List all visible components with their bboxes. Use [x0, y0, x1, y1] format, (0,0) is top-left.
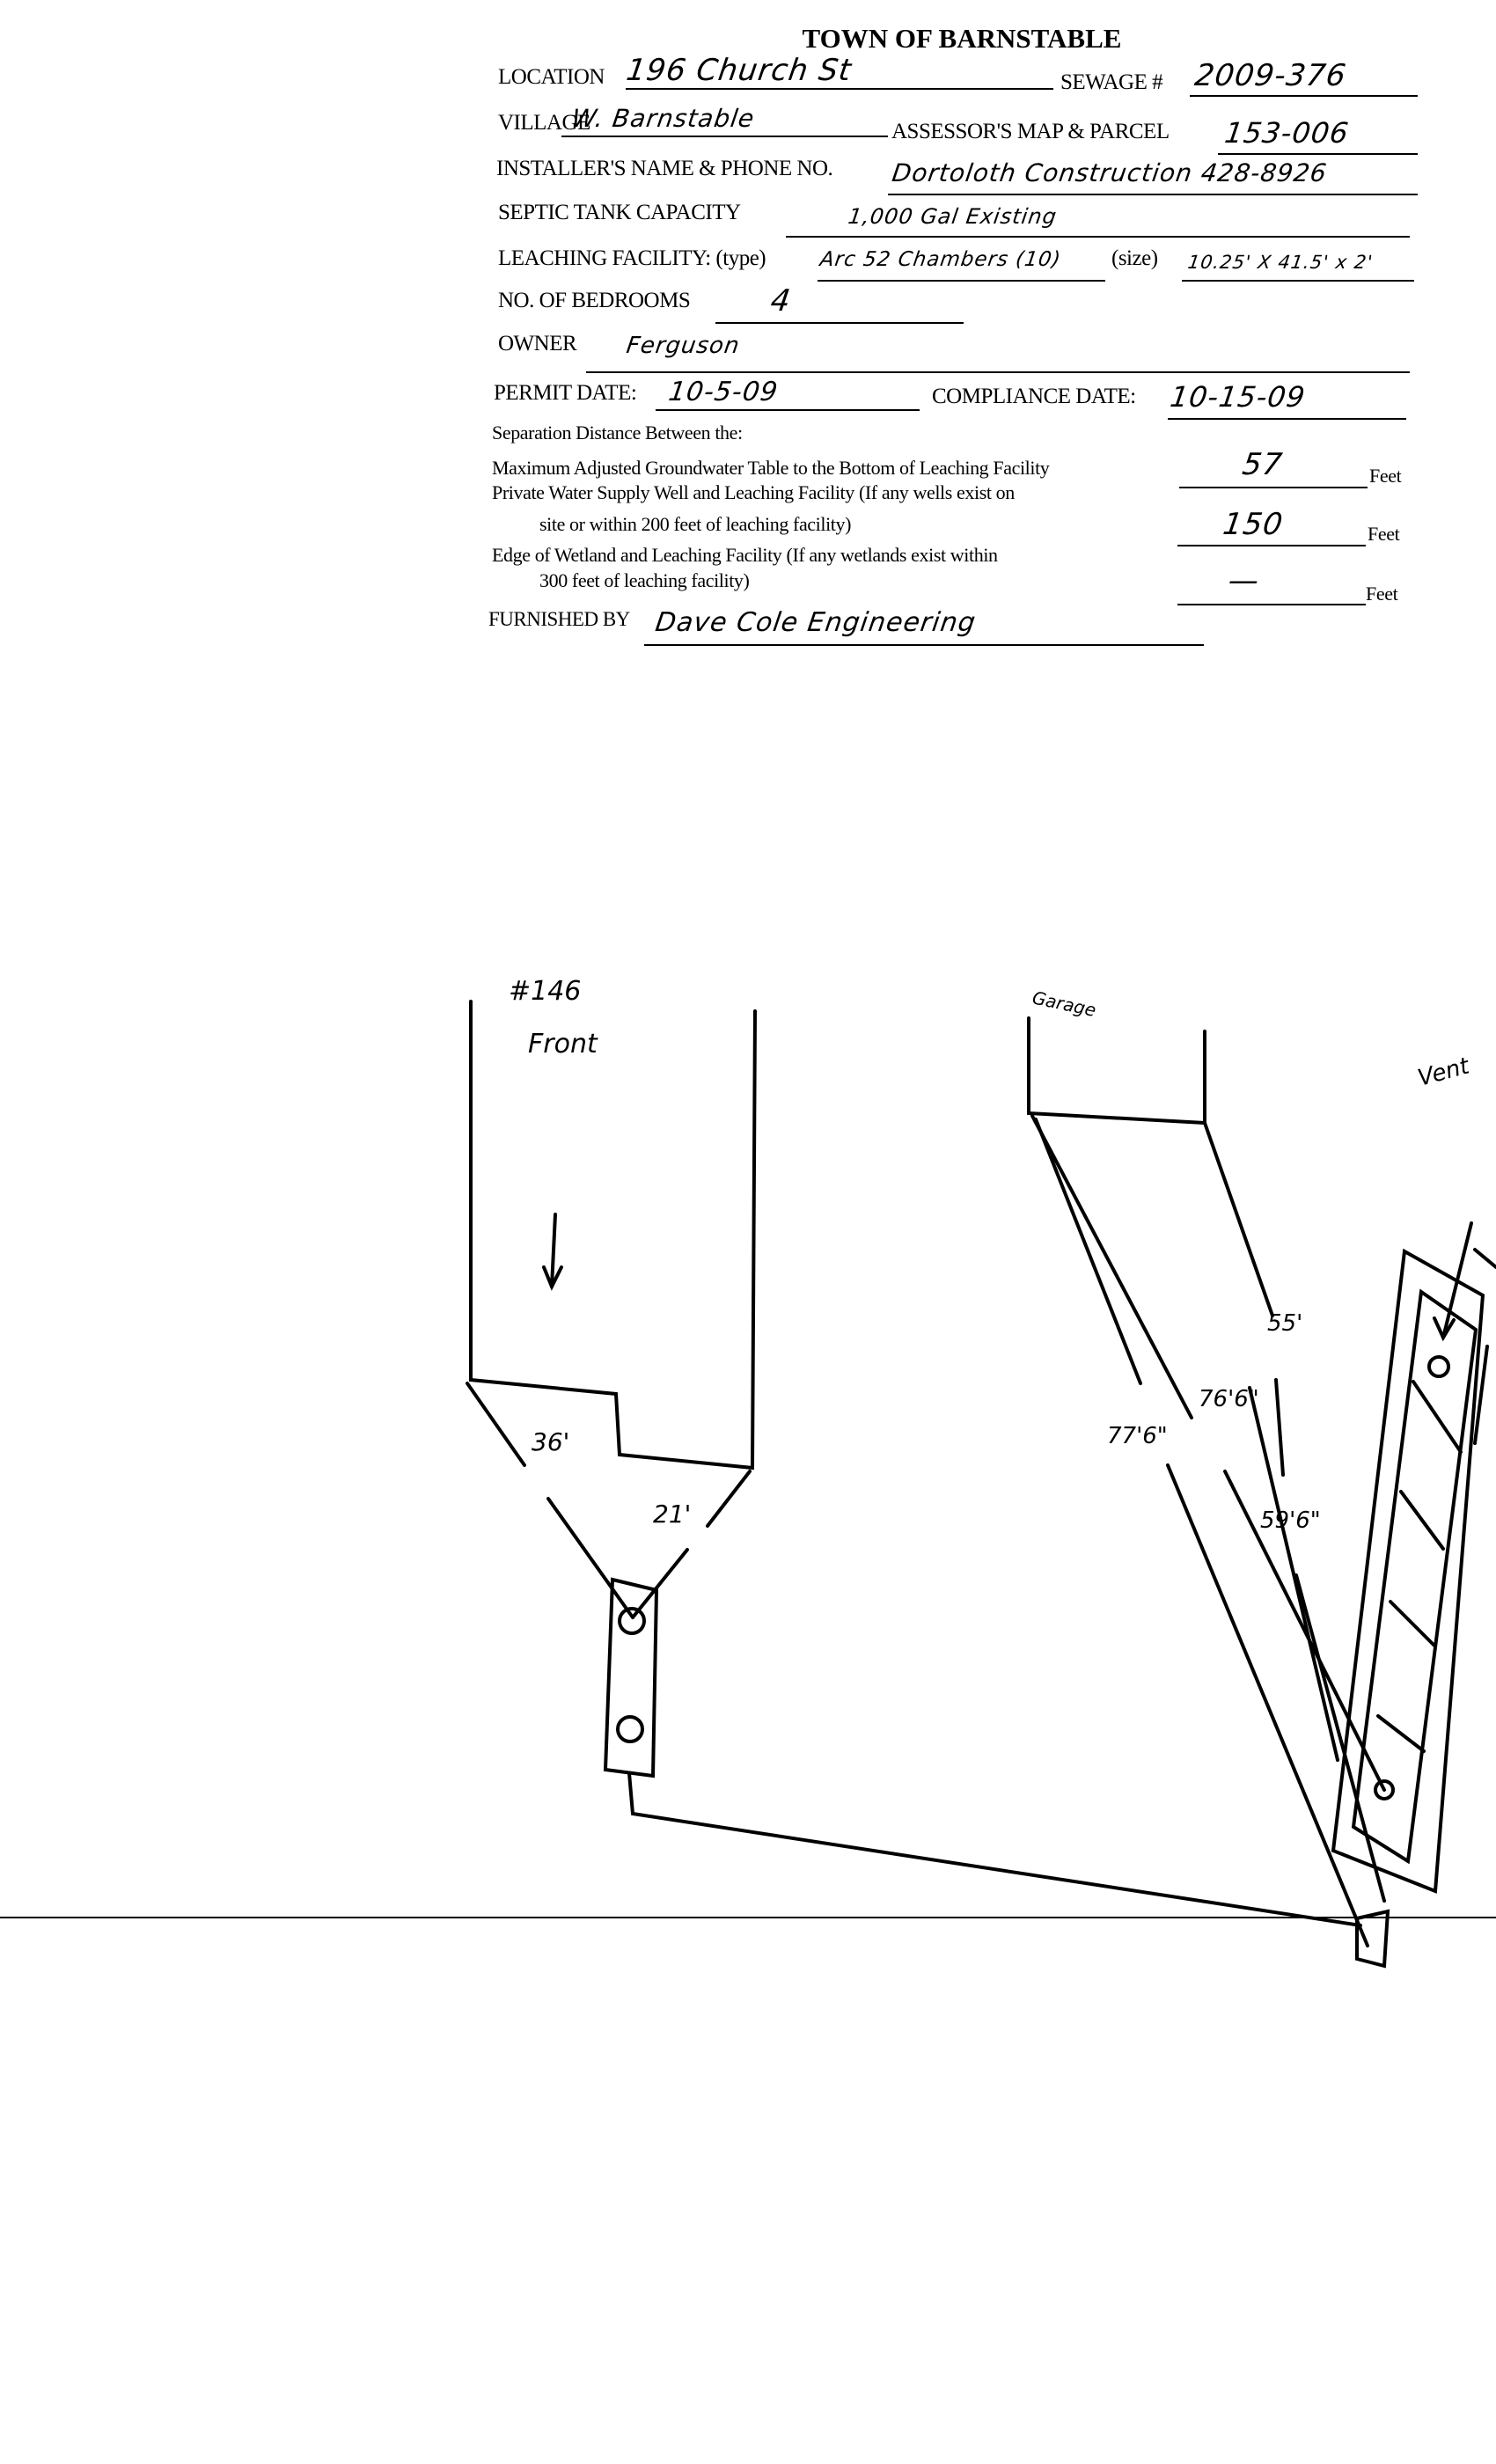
tank-outlet-circle [616, 1715, 644, 1743]
house-to-tank-line [466, 1382, 526, 1467]
permit-date-line [656, 409, 920, 411]
distance-line [1248, 1386, 1339, 1762]
separation-well-text: Private Water Supply Well and Leaching F… [492, 481, 1015, 503]
chamber-divider [1412, 1380, 1463, 1454]
leaching-type-line [818, 280, 1105, 282]
leaching-edge-line [1473, 1248, 1496, 1269]
village-line [561, 136, 888, 137]
leaching-edge-line [1473, 1345, 1489, 1445]
permit-date-label: PERMIT DATE: [494, 381, 637, 405]
distance-line [1034, 1118, 1142, 1385]
bedrooms-label: NO. OF BEDROOMS [498, 289, 691, 312]
dim-36: 36' [532, 1427, 569, 1456]
house-to-tank-line [631, 1548, 689, 1619]
distribution-box [1355, 1909, 1390, 1969]
installer-label: INSTALLER'S NAME & PHONE NO. [496, 157, 833, 180]
septic-tank [603, 1577, 659, 1778]
compliance-date-line [1168, 418, 1406, 420]
leaching-size-line [1182, 280, 1414, 282]
separation-groundwater-text: Maximum Adjusted Groundwater Table to th… [492, 457, 1050, 479]
groundwater-unit: Feet [1369, 465, 1402, 487]
pipe-line [627, 1771, 1362, 1927]
leaching-size-label: (size) [1111, 246, 1158, 270]
tank-inlet-circle [618, 1607, 646, 1635]
separation-wetland-text-2: 300 feet of leaching facility) [539, 569, 750, 591]
page-divider-line [0, 1917, 1496, 1918]
vent-arrowhead [1433, 1316, 1456, 1342]
owner-label: OWNER [498, 332, 577, 356]
leaching-type-label: LEACHING FACILITY: (type) [498, 246, 766, 270]
distance-line [1166, 1463, 1369, 1947]
sewage-label: SEWAGE # [1060, 70, 1163, 94]
distance-line [1030, 1114, 1193, 1419]
house-number-label: #146 [509, 976, 581, 1007]
house-to-tank-line [706, 1470, 752, 1528]
septic-line [786, 236, 1410, 238]
village-label: VILLAGE [498, 111, 590, 135]
bedrooms-line [715, 322, 964, 324]
furnished-by-label: FURNISHED BY [488, 608, 630, 630]
location-line [626, 88, 1053, 90]
well-line [1177, 545, 1366, 546]
furnished-by-line [644, 644, 1204, 646]
vent-arrow [1441, 1221, 1473, 1339]
sewage-line [1190, 95, 1418, 97]
dim-55: 55' [1267, 1310, 1302, 1337]
separation-heading: Separation Distance Between the: [492, 422, 743, 444]
distance-line [1294, 1573, 1386, 1903]
house-to-tank-line [546, 1497, 634, 1619]
separation-well-text-2: site or within 200 feet of leaching faci… [539, 513, 852, 535]
garage-outline [1027, 1016, 1206, 1126]
dim-59-6: 59'6" [1260, 1507, 1321, 1534]
leaching-field-inner [1351, 1288, 1478, 1865]
distance-line [1223, 1470, 1386, 1792]
wetland-unit: Feet [1366, 583, 1398, 605]
distance-line [1203, 1121, 1274, 1317]
assessor-label: ASSESSOR'S MAP & PARCEL [891, 120, 1170, 143]
septic-label: SEPTIC TANK CAPACITY [498, 201, 741, 224]
groundwater-line [1179, 487, 1368, 488]
chamber-divider [1399, 1490, 1445, 1551]
front-arrowhead [542, 1265, 563, 1291]
dim-77-6: 77'6" [1107, 1423, 1168, 1449]
compliance-date-label: COMPLIANCE DATE: [932, 385, 1136, 408]
assessor-line [1218, 153, 1418, 155]
front-arrow [550, 1213, 557, 1288]
garage-label: Garage [1030, 986, 1098, 1021]
distance-line [1274, 1378, 1285, 1477]
vent-label: Vent [1415, 1052, 1472, 1091]
installer-line [888, 194, 1418, 195]
dim-21: 21' [653, 1500, 691, 1529]
wetland-line [1177, 604, 1366, 605]
well-unit: Feet [1368, 523, 1400, 545]
inlet-circle [1374, 1779, 1395, 1800]
owner-line [586, 371, 1410, 373]
chamber-divider [1389, 1600, 1436, 1647]
house-outline [469, 1000, 757, 1470]
vent-circle [1427, 1355, 1450, 1378]
separation-wetland-text: Edge of Wetland and Leaching Facility (I… [492, 544, 998, 566]
chamber-divider [1376, 1714, 1426, 1753]
front-label: Front [528, 1029, 598, 1060]
dim-76-6: 76'6" [1199, 1386, 1259, 1412]
location-label: LOCATION [498, 65, 605, 89]
document-title: TOWN OF BARNSTABLE [802, 23, 1122, 54]
